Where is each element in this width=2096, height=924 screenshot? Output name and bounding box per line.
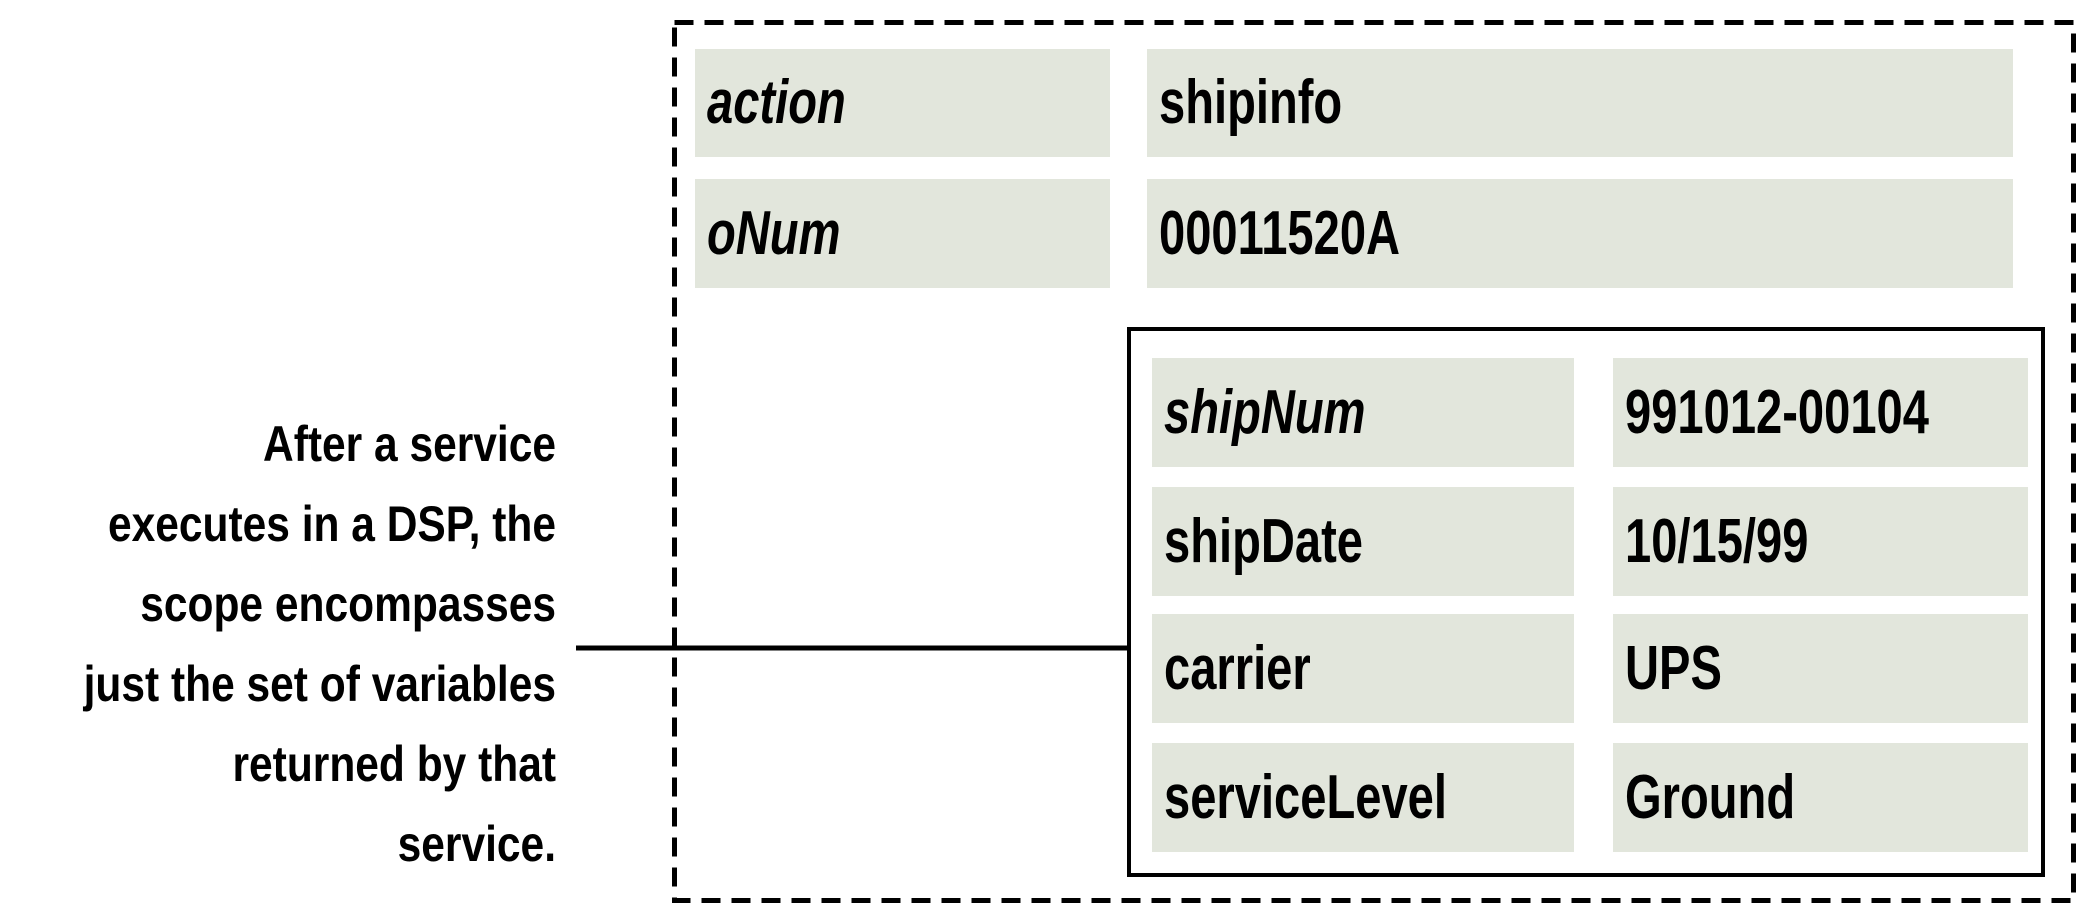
field-value-text: 10/15/99 [1625, 506, 1809, 576]
field-label-carrier: carrier [1152, 614, 1574, 723]
annotation-line: After a service [263, 416, 556, 472]
field-value-text: shipinfo [1159, 68, 1343, 137]
field-label-onum: oNum [695, 179, 1110, 288]
field-label-text: shipDate [1164, 506, 1364, 576]
annotation-line: scope encompasses [140, 576, 556, 632]
annotation-line: service. [397, 816, 556, 872]
field-label-shipnum: shipNum [1152, 358, 1574, 467]
field-value-shipdate: 10/15/99 [1613, 487, 2028, 596]
annotation-line: returned by that [232, 736, 557, 792]
field-value-text: UPS [1625, 633, 1722, 703]
field-value-text: 00011520A [1159, 198, 1401, 268]
field-value-onum: 00011520A [1147, 179, 2013, 288]
annotation-line: just the set of variables [83, 656, 557, 712]
field-label-text: serviceLevel [1164, 762, 1447, 832]
field-label-action: action [695, 49, 1110, 157]
field-value-text: Ground [1625, 762, 1796, 832]
field-value-text: 991012-00104 [1625, 377, 1929, 447]
field-label-text: shipNum [1164, 377, 1366, 447]
field-label-shipdate: shipDate [1152, 487, 1574, 596]
field-label-text: carrier [1164, 633, 1311, 703]
field-value-servicelevel: Ground [1613, 743, 2028, 852]
field-label-text: action [707, 68, 846, 137]
scope-dashed-border [672, 20, 2076, 903]
field-value-action: shipinfo [1147, 49, 2013, 157]
field-value-carrier: UPS [1613, 614, 2028, 723]
field-label-servicelevel: serviceLevel [1152, 743, 1574, 852]
field-label-text: oNum [707, 198, 841, 268]
annotation-line: executes in a DSP, the [107, 496, 556, 552]
annotation-text: After a service executes in a DSP, the s… [83, 404, 556, 884]
field-value-shipnum: 991012-00104 [1613, 358, 2028, 467]
